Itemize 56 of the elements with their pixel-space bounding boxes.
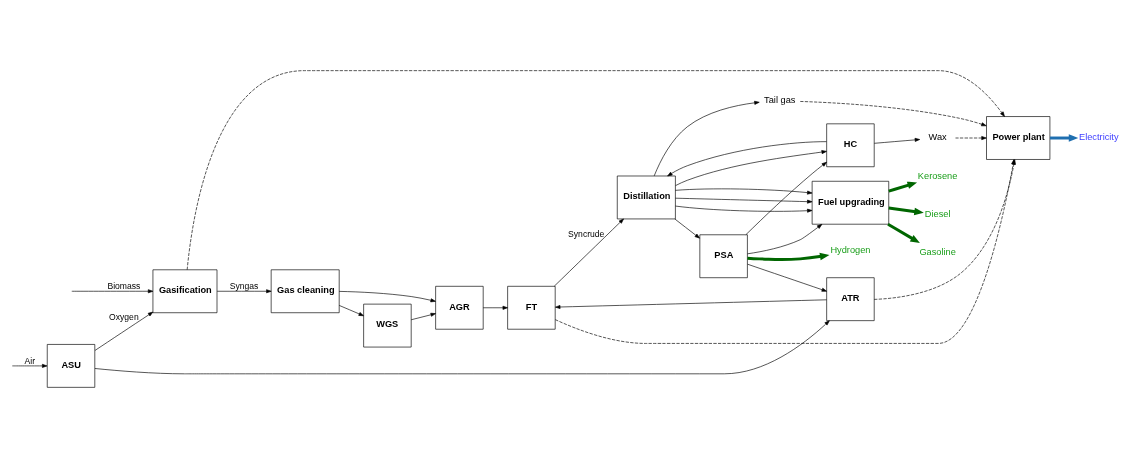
node-box: ASU: [46, 343, 96, 388]
node-text: Gasoline: [919, 246, 956, 257]
arrow: [338, 304, 364, 316]
node-text: Kerosene: [917, 170, 958, 181]
arrow: [675, 205, 813, 213]
edge-label: Oxygen: [109, 311, 139, 322]
arrow: [799, 100, 987, 126]
node-box: Power plant: [986, 115, 1051, 160]
node-box: Fuel upgrading: [811, 180, 890, 225]
arrow: [747, 252, 830, 261]
edge-label: Syncrude: [568, 228, 605, 239]
node-box: AGR: [435, 285, 484, 330]
arrow: [955, 135, 987, 140]
arrow: [94, 311, 154, 351]
node-box: Gasification: [152, 268, 218, 313]
arrow: [747, 223, 823, 254]
arrow: [747, 263, 827, 292]
arrow: [71, 288, 154, 293]
node-box: FT: [507, 285, 556, 330]
node-text: Hydrogen: [830, 244, 871, 255]
edge-label: Biomass: [107, 280, 141, 291]
arrow: [675, 188, 813, 195]
arrow: [888, 206, 924, 215]
arrow: [186, 69, 1005, 270]
arrow: [11, 363, 48, 368]
arrow: [555, 158, 1016, 344]
arrow: [555, 299, 827, 309]
arrow: [675, 197, 813, 204]
node-text: Tail gas: [764, 94, 796, 105]
node-text: Electricity: [1079, 131, 1119, 142]
arrow: [1049, 133, 1079, 142]
arrow: [216, 288, 272, 293]
node-text: Wax: [928, 131, 947, 142]
arrow: [674, 218, 700, 238]
node-box: ATR: [826, 276, 875, 321]
arrow: [410, 312, 436, 320]
edge-label: Syngas: [229, 280, 259, 291]
arrow: [675, 149, 827, 186]
arrow: [745, 161, 827, 235]
node-box: WGS: [363, 303, 412, 347]
arrow: [94, 319, 830, 374]
node-box: Gas cleaning: [270, 268, 340, 313]
arrow: [653, 100, 760, 176]
edge-label: Air: [24, 355, 35, 366]
arrow: [887, 222, 920, 243]
arrow: [874, 137, 921, 144]
arrow: [482, 305, 508, 310]
arrow: [873, 158, 1016, 300]
arrow: [667, 140, 827, 176]
arrow: [888, 181, 918, 193]
node-text: Diesel: [924, 208, 951, 219]
arrow: [338, 290, 436, 302]
node-box: HC: [826, 123, 875, 167]
arrow: [553, 218, 624, 287]
node-box: PSA: [699, 233, 748, 278]
node-box: Distillation: [616, 175, 676, 219]
